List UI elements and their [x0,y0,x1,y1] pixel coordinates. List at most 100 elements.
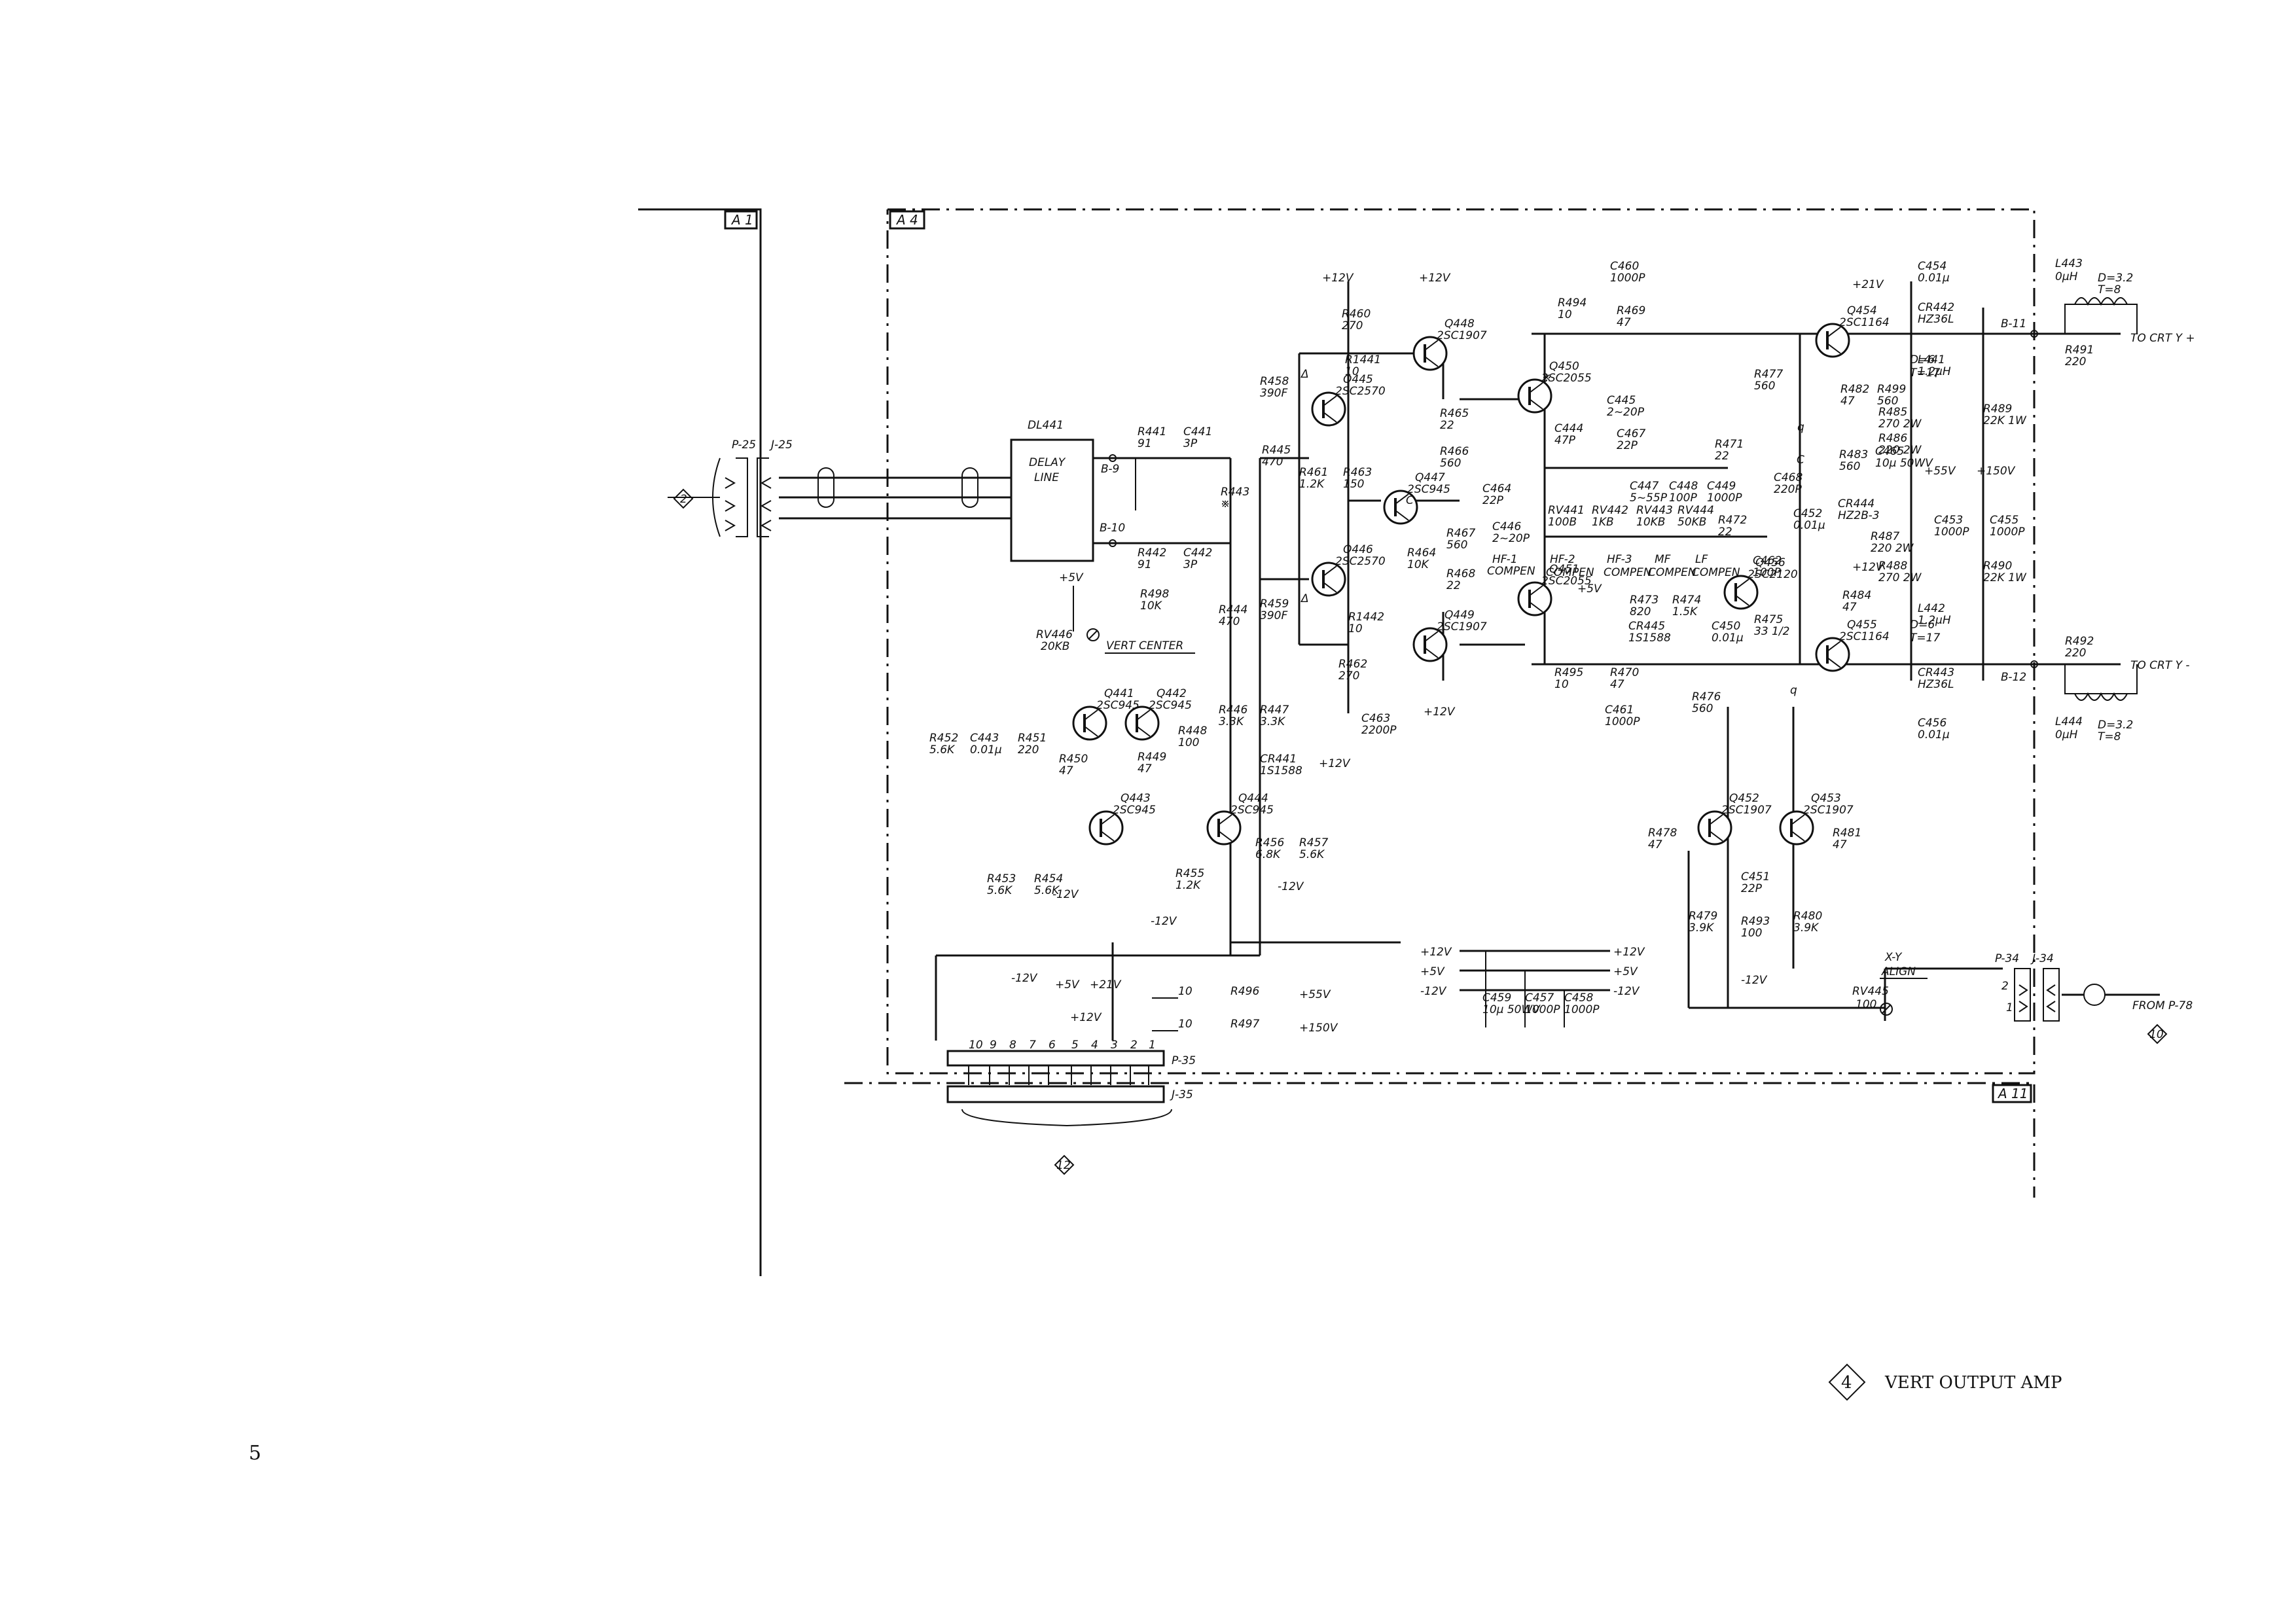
top-rail-labels: +12V +12V +21V +150V +55V +12V +12V +12V… [1052,272,2016,987]
mf-compen: COMPEN [1648,566,1696,579]
component-value: 1.2μH [1918,365,1951,378]
transistor-emitter [1136,726,1151,737]
c-mark-label-q447: C [1406,494,1414,507]
transistor-ref: Q444 [1238,792,1268,805]
component-ref: R465 [1440,407,1469,420]
component-value: 560 [1839,460,1860,473]
transistor-emitter [1709,830,1723,842]
component-ref: C458 [1564,991,1594,1005]
compensation-labels: HF-1 COMPEN HF-2 COMPEN HF-3 COMPEN MF C… [1300,353,1940,697]
r496-ref: R496 [1230,985,1259,998]
component-value: 0.01μ [970,743,1002,757]
component-value: 1000P [1564,1003,1600,1016]
out-rail-p150: +150V [1299,1022,1338,1035]
component-value: 47P [1554,434,1576,447]
component-value: 22P [1741,882,1763,895]
transistor-collector [1529,382,1543,393]
pin-1: 1 [1149,1039,1156,1052]
rail-m12-q443: -12V [1052,888,1079,901]
p35-header [946,1050,1165,1067]
b11-label: B-11 [2001,317,2026,330]
b12-label: B-12 [2001,671,2026,684]
component-value: 10 [1345,365,1359,378]
component-ref: CR444 [1838,497,1874,510]
component-ref: R490 [1983,560,2012,573]
transistor-collector [1395,493,1409,505]
component-value: 22 [1446,579,1461,592]
component-ref: R470 [1610,666,1639,679]
component-value: 1000P [1610,272,1645,285]
output-crt-y: B-11 B-12 TO CRT Y + TO CRT Y - L443 0μH… [2001,257,2195,743]
transistor-ref: Q456 [1755,556,1785,569]
component-value: 10 [1554,678,1569,691]
rail-m12-r457: -12V [1278,880,1304,893]
rail-p12-q449: +12V [1424,705,1456,719]
from-p78-label: FROM P-78 [2132,999,2193,1012]
component-ref: C465 [1875,445,1904,458]
vert-center-control: VERT CENTER +5V RV446 20KB [1036,571,1195,654]
transistor-emitter [1084,726,1098,737]
l441-d: D=6 [1910,353,1935,366]
component-value: 3.3K [1219,715,1245,728]
c-mark-label: C [1797,454,1804,467]
component-value: 0.01μ [1918,272,1950,285]
transistor-emitter [1100,830,1115,842]
transistor-body [1072,705,1107,741]
pin-6: 6 [1049,1039,1056,1052]
component-ref: R471 [1715,438,1744,451]
rail-p12-cr441: +12V [1319,757,1351,770]
component-value: 820 [1630,605,1651,618]
component-value: 47 [1648,838,1662,851]
transistor-emitter [1827,657,1841,668]
lf-label: LF [1695,553,1708,566]
component-ref: R443 [1221,486,1249,499]
component-ref: R479 [1689,910,1717,923]
component-ref: L441 [1918,353,1945,366]
transistor-type: 2SC2120 [1748,568,1798,581]
component-value: 3.9K [1793,921,1820,935]
l443-t: T=8 [2098,283,2121,296]
component-ref: R488 [1878,560,1907,573]
rv446-ref: RV446 [1036,628,1073,641]
component-ref: C467 [1617,427,1646,440]
component-ref: R475 [1754,613,1783,626]
transistor-body [1517,581,1552,616]
transistor-collector [1323,565,1337,577]
component-ref: R453 [987,872,1016,885]
marker-12-diamond [1054,1154,1075,1175]
component-ref: RV444 [1677,504,1714,517]
component-ref: R442 [1138,546,1166,560]
component-value: 1000P [1934,526,1969,539]
component-ref: C443 [970,732,999,745]
component-value: 220 2W [1878,444,1922,457]
p25-label: P-25 [732,438,756,452]
component-value: 91 [1138,558,1152,571]
component-ref: C468 [1774,471,1803,484]
component-ref: C447 [1630,480,1659,493]
component-ref: C441 [1183,425,1212,438]
component-value: 1S1588 [1260,764,1302,777]
hf1-label: HF-1 [1492,553,1518,566]
hf1-compen: COMPEN [1487,565,1535,578]
transistor-ref: Q441 [1104,687,1134,700]
